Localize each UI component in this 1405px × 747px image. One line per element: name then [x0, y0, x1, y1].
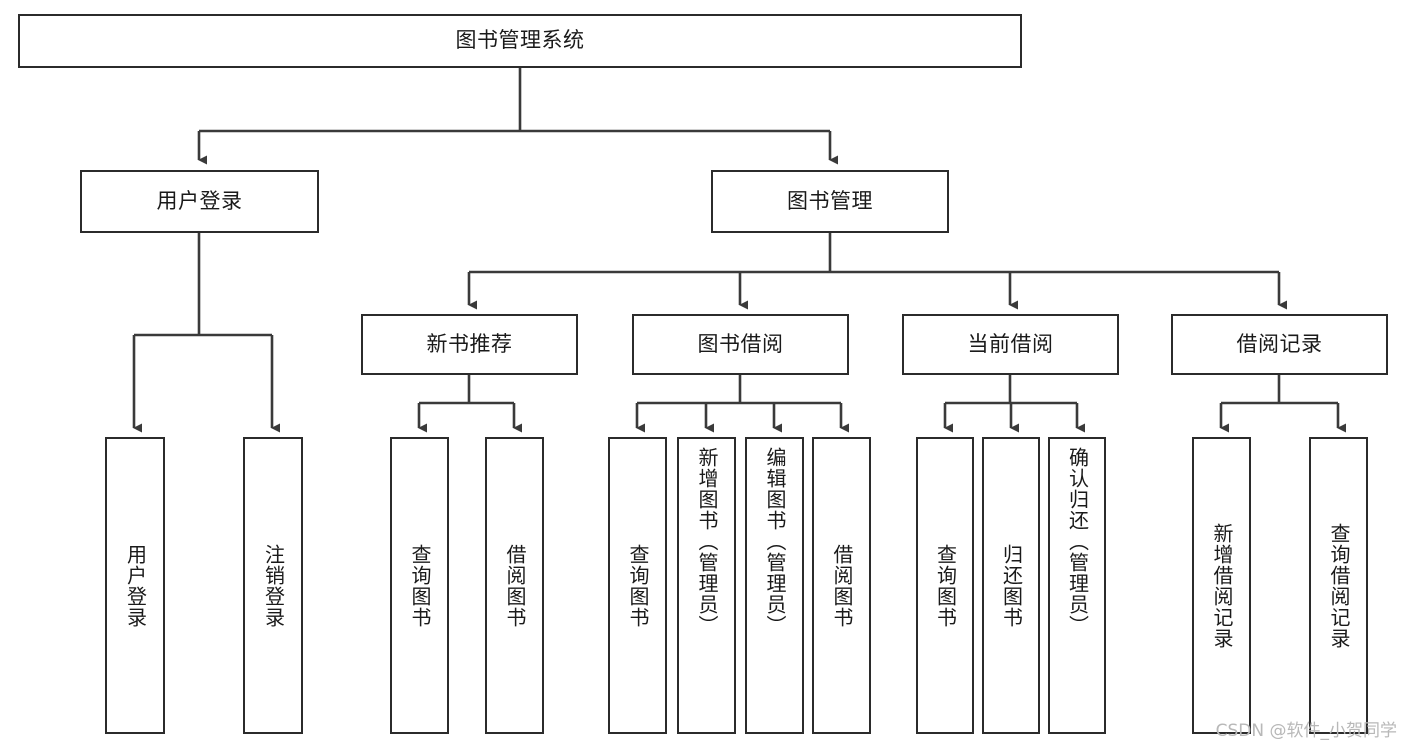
node-leaf-confirm-return-label: 确认归还（管理员） [1065, 447, 1090, 636]
node-leaf-query-book-1[interactable]: 查询图书 [390, 437, 449, 734]
node-leaf-user-logout-label: 注销登录 [261, 543, 286, 628]
node-leaf-add-record-label: 新增借阅记录 [1210, 522, 1234, 649]
node-new-book-rec-label: 新书推荐 [426, 331, 513, 356]
node-leaf-user-login-label: 用户登录 [123, 543, 148, 628]
node-book-borrow-label: 图书借阅 [697, 331, 784, 356]
node-leaf-add-record[interactable]: 新增借阅记录 [1192, 437, 1251, 734]
node-leaf-add-book-label: 新增图书（管理员） [695, 447, 719, 636]
node-leaf-edit-book[interactable]: 编辑图书（管理员） [745, 437, 804, 734]
node-leaf-borrow-book-1[interactable]: 借阅图书 [485, 437, 544, 734]
node-new-book-rec[interactable]: 新书推荐 [361, 314, 578, 375]
node-borrow-record-label: 借阅记录 [1236, 331, 1323, 356]
node-leaf-edit-book-label: 编辑图书（管理员） [763, 447, 787, 636]
node-book-borrow[interactable]: 图书借阅 [632, 314, 849, 375]
node-leaf-query-book-2-label: 查询图书 [626, 543, 650, 628]
node-leaf-borrow-book-1-label: 借阅图书 [503, 543, 527, 628]
node-leaf-return-book-label: 归还图书 [999, 543, 1024, 628]
node-leaf-confirm-return[interactable]: 确认归还（管理员） [1048, 437, 1106, 734]
node-leaf-query-book-3-label: 查询图书 [933, 543, 958, 628]
node-leaf-return-book[interactable]: 归还图书 [982, 437, 1040, 734]
node-current-borrow-label: 当前借阅 [967, 331, 1054, 356]
csdn-watermark: CSDN @软件_小贺同学 [1215, 721, 1397, 741]
node-leaf-borrow-book-2[interactable]: 借阅图书 [812, 437, 871, 734]
node-leaf-query-book-1-label: 查询图书 [408, 543, 432, 628]
node-leaf-add-book[interactable]: 新增图书（管理员） [677, 437, 736, 734]
node-root-label: 图书管理系统 [455, 28, 585, 53]
node-leaf-query-record-label: 查询借阅记录 [1327, 522, 1351, 649]
node-leaf-borrow-book-2-label: 借阅图书 [830, 543, 854, 628]
node-borrow-record[interactable]: 借阅记录 [1171, 314, 1388, 375]
node-current-borrow[interactable]: 当前借阅 [902, 314, 1119, 375]
node-leaf-query-book-3[interactable]: 查询图书 [916, 437, 974, 734]
node-book-admin-label: 图书管理 [787, 188, 873, 213]
node-leaf-user-login[interactable]: 用户登录 [105, 437, 165, 734]
node-leaf-user-logout[interactable]: 注销登录 [243, 437, 303, 734]
node-root[interactable]: 图书管理系统 [18, 14, 1022, 68]
node-book-admin[interactable]: 图书管理 [711, 170, 949, 233]
node-leaf-query-record[interactable]: 查询借阅记录 [1309, 437, 1368, 734]
node-user-login[interactable]: 用户登录 [80, 170, 319, 233]
node-user-login-label: 用户登录 [156, 188, 243, 213]
node-leaf-query-book-2[interactable]: 查询图书 [608, 437, 667, 734]
